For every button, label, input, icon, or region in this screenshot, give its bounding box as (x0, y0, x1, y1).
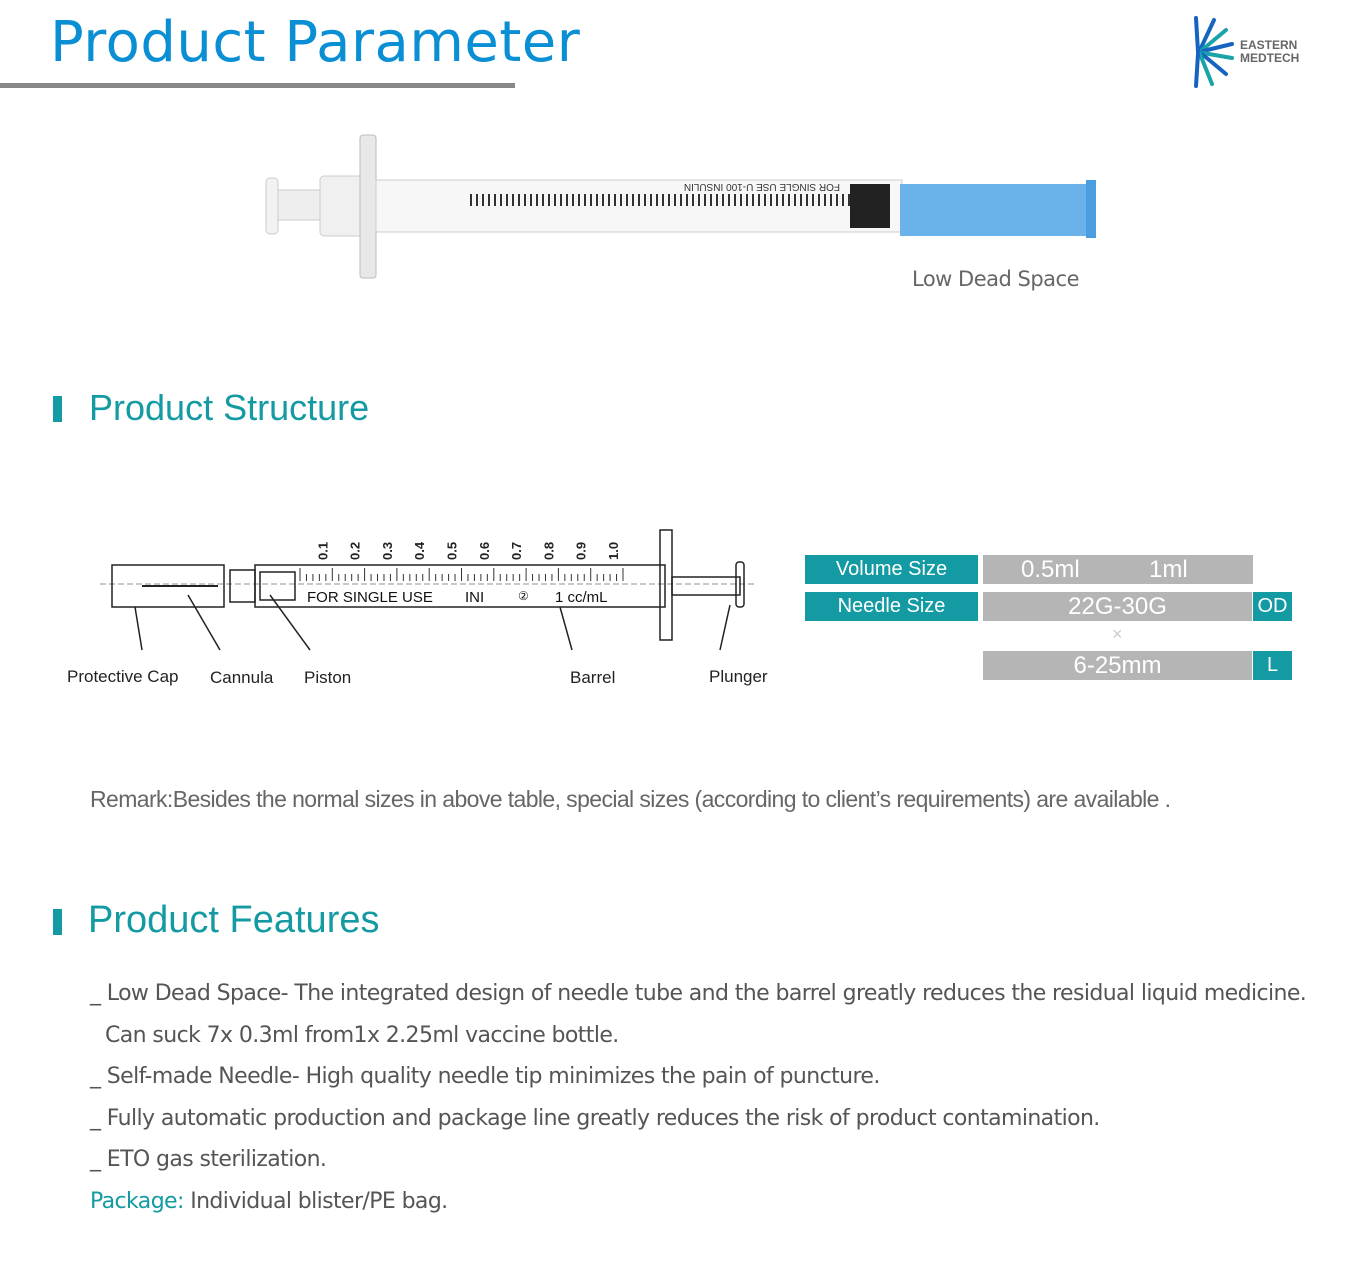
feature-item: _ Fully automatic production and package… (90, 1106, 1100, 1131)
label-cannula: Cannula (210, 668, 274, 687)
label-barrel: Barrel (570, 668, 616, 687)
scale-label: 0.2 (348, 542, 363, 560)
barrel-print: FOR SINGLE USE U-100 INSULIN (684, 181, 840, 192)
page-title: Product Parameter (50, 10, 581, 75)
barrel-symbol: ② (518, 589, 529, 603)
times-sign: × (1112, 624, 1123, 644)
scale-label: 0.5 (445, 542, 460, 560)
features-heading: Product Features (88, 899, 380, 941)
logo: EASTERN MEDTECH (1192, 16, 1299, 93)
syringe-photo: FOR SINGLE USE U-100 INSULIN (265, 134, 1096, 279)
structure-heading: Product Structure (89, 387, 370, 428)
logo-burst-icon (1194, 16, 1234, 88)
feature-item: _ ETO gas sterilization. (90, 1147, 327, 1172)
barrel-code-text: INI (465, 589, 484, 606)
package-label: Package: (90, 1189, 184, 1214)
scale-label: 0.9 (574, 542, 589, 560)
scale-label: 0.6 (477, 542, 492, 560)
section-marker (53, 396, 62, 422)
logo-line-2: MEDTECH (1240, 51, 1300, 65)
section-marker (53, 909, 62, 935)
logo-line-1: EASTERN (1240, 38, 1298, 52)
needle-size-label: Needle Size (805, 592, 978, 621)
package-line: Package: Individual blister/PE bag. (90, 1189, 448, 1214)
volume-value: 1ml (1149, 556, 1188, 583)
remark: Remark:Besides the normal sizes in above… (90, 786, 1171, 812)
scale-label: 0.1 (315, 542, 330, 560)
volume-size-label: Volume Size (805, 555, 978, 584)
title-underline (0, 83, 515, 88)
scale-label: 0.4 (412, 541, 427, 560)
syringe-diagram: 0.1 0.2 0.3 0.4 0.5 0.6 0.7 0.8 0.9 1.0 FOR SINGL… (100, 529, 755, 651)
barrel-volume-text: 1 cc/mL (555, 589, 608, 606)
low-dead-space-caption: Low Dead Space (912, 267, 1080, 291)
scale-label: 0.3 (380, 542, 395, 560)
barrel-use-text: FOR SINGLE USE (307, 589, 433, 606)
label-plunger: Plunger (709, 667, 768, 686)
feature-item: Can suck 7x 0.3ml from1x 2.25ml vaccine … (105, 1023, 619, 1048)
volume-value: 0.5ml (1021, 556, 1080, 583)
feature-item: _ Low Dead Space- The integrated design … (90, 981, 1307, 1006)
volume-values: 0.5ml 1ml (983, 555, 1253, 584)
feature-item: _ Self-made Needle- High quality needle … (90, 1064, 880, 1089)
package-value: Individual blister/PE bag. (183, 1189, 448, 1214)
label-protective-cap: Protective Cap (67, 667, 179, 686)
od-unit: OD (1253, 592, 1292, 621)
length-unit: L (1253, 651, 1292, 680)
gauge-value: 22G-30G (983, 592, 1252, 621)
scale-label: 0.8 (541, 542, 556, 560)
label-piston: Piston (304, 668, 352, 687)
scale-label: 0.7 (509, 542, 524, 560)
length-value: 6-25mm (983, 651, 1252, 680)
scale-label: 1.0 (606, 542, 621, 560)
